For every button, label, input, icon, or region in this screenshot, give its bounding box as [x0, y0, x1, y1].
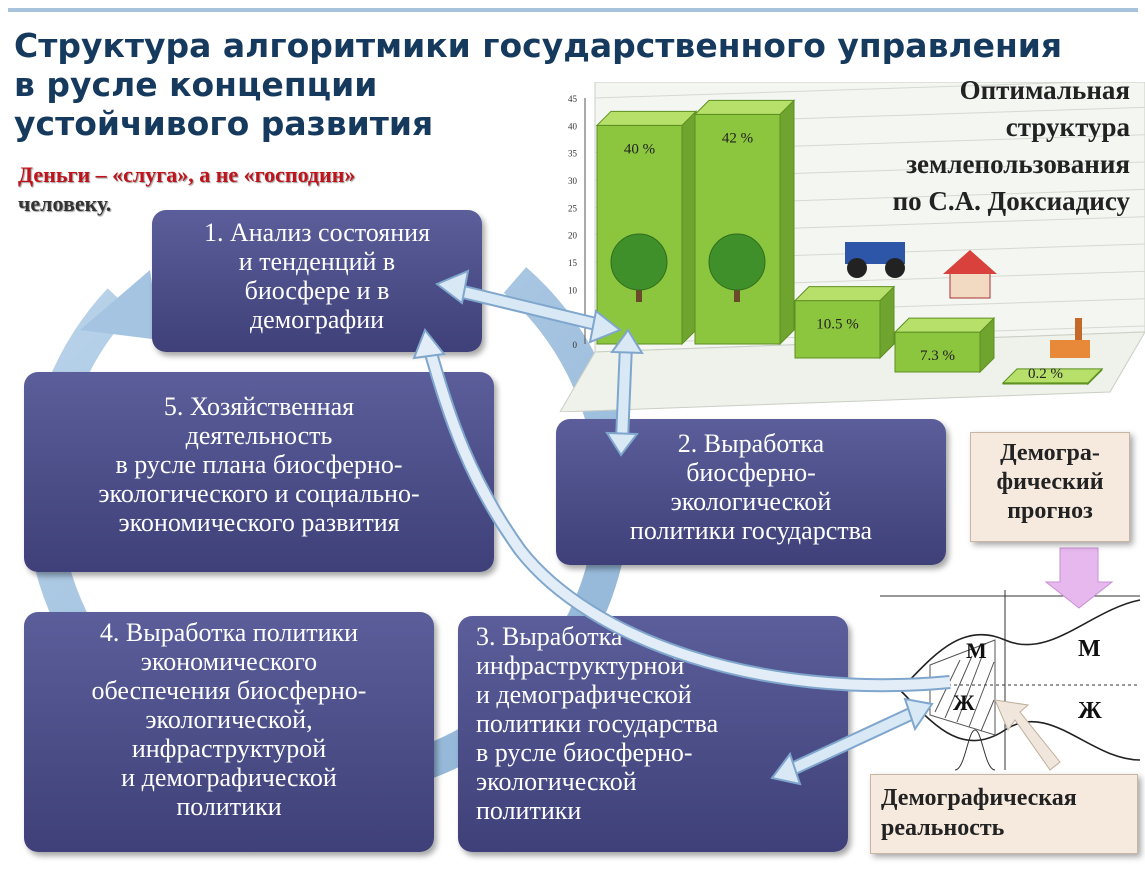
- graph-label-zh-left: Ж: [953, 690, 975, 715]
- motto-line-2: человеку.: [18, 191, 112, 216]
- forecast-line: фический: [996, 469, 1104, 495]
- forecast-line: Демогра-: [1000, 440, 1100, 466]
- demographic-graph-bg: [872, 580, 1140, 770]
- step-3-line: политики государства: [476, 709, 719, 738]
- chart-y-tick-label: 40: [568, 121, 578, 131]
- land-use-title-line-1: Оптимальная: [959, 75, 1130, 105]
- chart-gridline: [594, 82, 1100, 99]
- chart-y-tick-label: 15: [568, 258, 578, 268]
- land-use-title-line-2: структура: [1005, 112, 1130, 142]
- step-1-line: биосфере и в: [244, 276, 390, 305]
- step-4-line: экологической,: [145, 705, 313, 734]
- chart-bar-top: [595, 110, 698, 126]
- demographic-forecast-label: Демогра- фический прогноз: [970, 432, 1130, 542]
- chart-y-tick-label: 0: [573, 340, 578, 350]
- cycle-arrowhead: [80, 270, 160, 340]
- house-roof-icon: [943, 250, 997, 274]
- chart-bar-top: [793, 286, 896, 302]
- step-1-line: демографии: [249, 305, 385, 334]
- step-4-box: 4. Выработка политики экономического обе…: [24, 612, 434, 852]
- title-line-1: Структура алгоритмики государственного у…: [14, 26, 1063, 65]
- graph-label-zh-right: Ж: [1078, 698, 1102, 724]
- step-4-line: обеспечения биосферно-: [91, 676, 367, 705]
- chart-y-tick-label: 35: [568, 149, 578, 159]
- chart-y-tick-label: 25: [568, 203, 578, 213]
- chart-data-label: 10.5 %: [816, 317, 859, 333]
- chart-data-label: 0.2 %: [1028, 366, 1063, 382]
- step-5-line: 5. Хозяйственная: [163, 392, 355, 421]
- land-use-title: Оптимальная структура землепользования п…: [850, 72, 1130, 220]
- chart-bar-top: [893, 317, 996, 333]
- step-5-box: 5. Хозяйственная деятельность в русле пл…: [24, 372, 494, 572]
- step-4-line: политики: [176, 792, 282, 821]
- step-1-box: 1. Анализ состояния и тенденций в биосфе…: [152, 210, 482, 352]
- step-3-line: в русле биосферно-: [476, 738, 693, 767]
- step-4-line: инфраструктурой: [131, 734, 327, 763]
- step-5-line: деятельность: [185, 421, 333, 450]
- title-line-2: в русле концепции: [14, 65, 378, 104]
- chart-bar-top: [693, 99, 796, 115]
- motto: Деньги – «слуга», а не «господин» челове…: [18, 160, 355, 218]
- step-4-line: и демографической: [121, 763, 337, 792]
- page-title: Структура алгоритмики государственного у…: [14, 26, 1144, 143]
- chart-data-label: 42 %: [722, 130, 753, 146]
- chart-y-tick-label: 45: [568, 94, 578, 104]
- factory-chimney-icon: [1075, 318, 1082, 340]
- land-use-title-line-3: землепользования: [906, 149, 1130, 179]
- step-4-line: 4. Выработка политики: [99, 618, 359, 647]
- step-3-line: экологической: [476, 767, 637, 796]
- reality-line: реальность: [881, 815, 1005, 841]
- tree-crown-icon: [610, 233, 668, 291]
- title-line-3: устойчивого развития: [14, 104, 434, 143]
- graph-bell-curve: [954, 729, 996, 771]
- top-divider-line: [8, 8, 1138, 12]
- graph-label-m-left: М: [966, 638, 987, 663]
- tractor-wheel-icon: [847, 258, 867, 278]
- step-5-line: экологического и социально-: [98, 479, 420, 508]
- tree-crown-icon: [708, 233, 766, 291]
- forecast-down-arrow: [1044, 547, 1114, 609]
- step-1-line: 1. Анализ состояния: [203, 218, 431, 247]
- step-4-line: экономического: [140, 647, 318, 676]
- chart-data-label: 40 %: [624, 141, 655, 157]
- tractor-wheel-icon: [885, 258, 905, 278]
- step-3-line: политики: [476, 796, 582, 825]
- step-5-line: в русле плана биосферно-: [115, 450, 403, 479]
- chart-y-tick-label: 20: [568, 231, 578, 241]
- demographic-reality-label: Демографическая реальность: [870, 774, 1138, 854]
- factory-icon: [1050, 340, 1090, 358]
- step-1-line: и тенденций в: [238, 247, 396, 276]
- reality-line: Демографическая: [881, 785, 1077, 811]
- land-use-title-line-4: по С.А. Доксиадису: [892, 186, 1130, 216]
- chart-bar-top: [1001, 368, 1104, 384]
- forecast-line: прогноз: [1007, 498, 1093, 524]
- chart-y-tick-label: 30: [568, 176, 578, 186]
- graph-label-m-right: М: [1078, 636, 1101, 662]
- step-5-line: экономического развития: [118, 508, 400, 537]
- reality-pointer-arrow: [994, 699, 1061, 771]
- motto-line-1: Деньги – «слуга», а не «господин»: [18, 162, 356, 187]
